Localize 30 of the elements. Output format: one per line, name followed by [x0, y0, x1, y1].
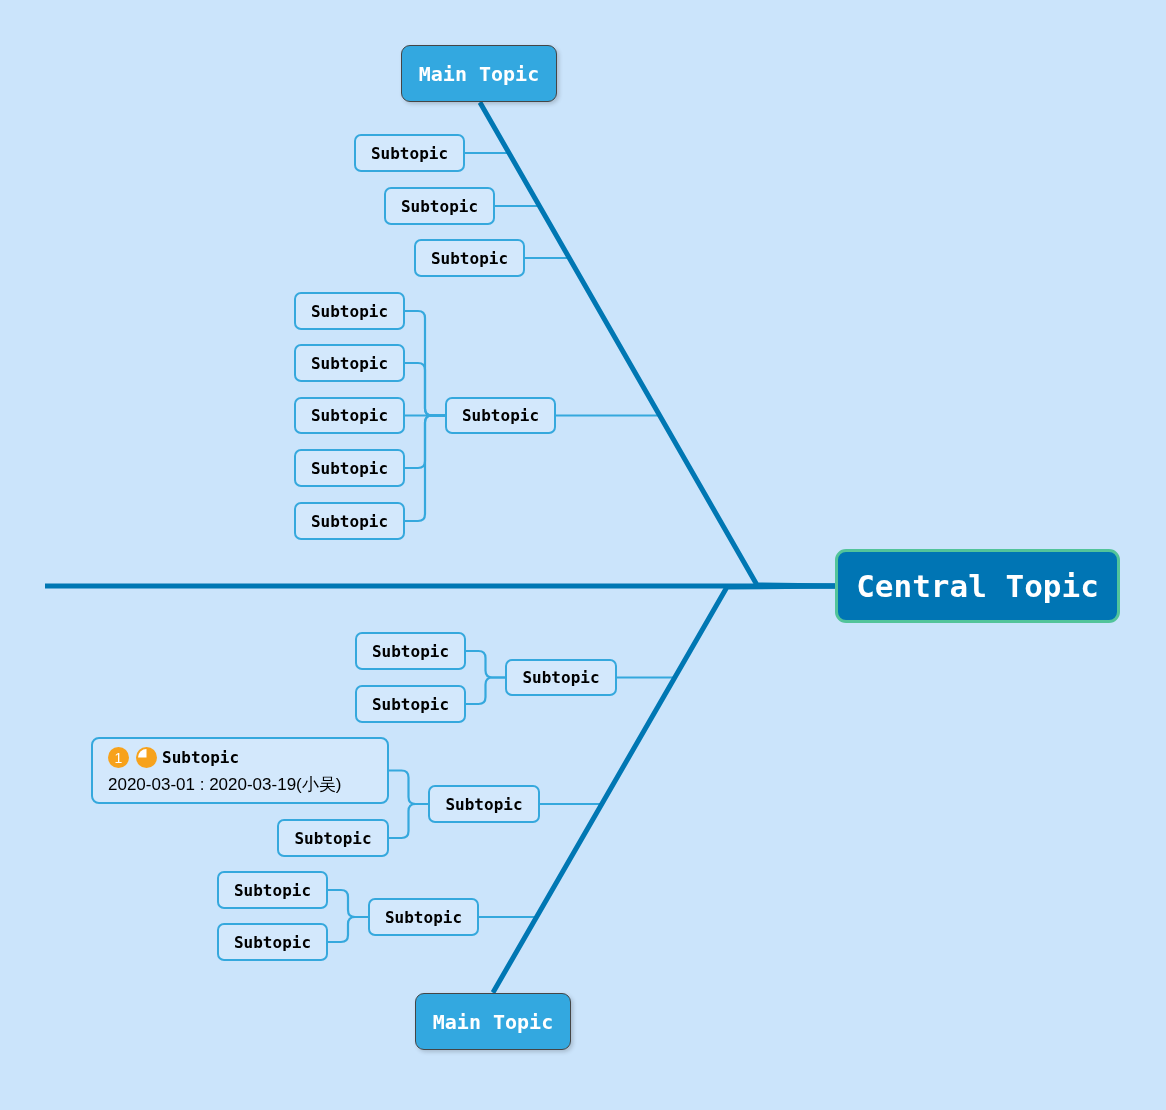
bracket-connector: [466, 676, 505, 706]
subtopic-box: Subtopic: [294, 397, 405, 434]
subtopic-box: Subtopic: [445, 397, 556, 434]
subtopic-box: Subtopic: [217, 923, 328, 961]
subtopic-box: Subtopic: [294, 449, 405, 487]
subtopic-box: Subtopic: [294, 344, 405, 382]
subtopic-box: Subtopic: [414, 239, 525, 277]
bracket-connector: [328, 915, 368, 944]
task-topic-box: [91, 737, 389, 804]
bone-line: [490, 583, 836, 994]
subtopic-box: Subtopic: [355, 685, 466, 723]
subtopic-box: Subtopic: [505, 659, 617, 696]
subtopic-box: Subtopic: [277, 819, 389, 857]
date-range: 2020-03-01 : 2020-03-19(小吴): [108, 773, 342, 796]
bracket-connector: [405, 414, 445, 523]
main-topic-box: Main Topic: [401, 45, 557, 102]
bracket-connector: [389, 802, 428, 840]
subtopic-box: Subtopic: [428, 785, 540, 823]
priority-badge: 1: [108, 747, 129, 768]
topic-title: Subtopic: [162, 748, 240, 767]
subtopic-box: Subtopic: [368, 898, 479, 936]
subtopic-box: Subtopic: [294, 292, 405, 330]
subtopic-box: Subtopic: [384, 187, 495, 225]
subtopic-box: Subtopic: [355, 632, 466, 670]
subtopic-box: Subtopic: [217, 871, 328, 909]
spine-line: [45, 583, 835, 589]
central-topic-box: Central Topic: [835, 549, 1120, 623]
subtopic-box: Subtopic: [354, 134, 465, 172]
main-topic-box: Main Topic: [415, 993, 571, 1050]
subtopic-box: Subtopic: [294, 502, 405, 540]
